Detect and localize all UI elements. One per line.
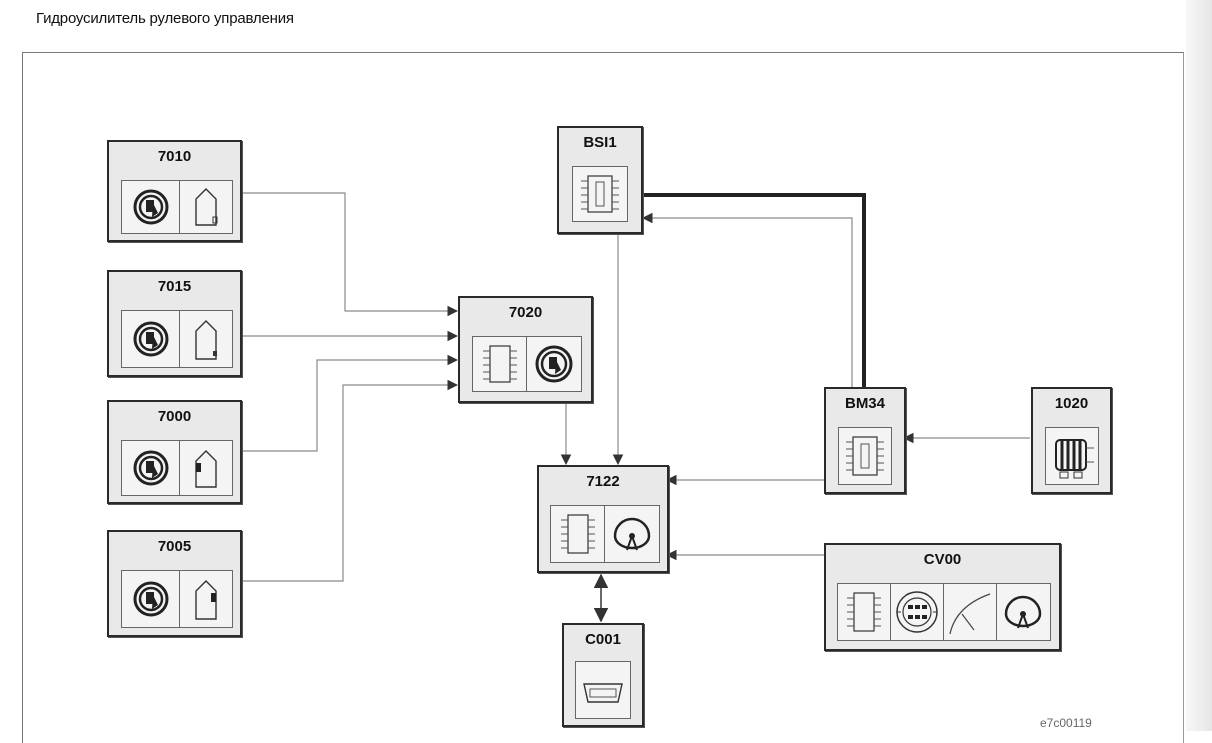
wire-7010-7020 <box>240 192 459 317</box>
wiper-icon <box>943 583 998 641</box>
component-bsi1: BSI1 <box>557 126 643 234</box>
ecu-chip-icon <box>472 336 528 392</box>
component-label: 7020 <box>508 304 543 321</box>
component-label: BSI1 <box>583 134 617 151</box>
diagnostic-socket-icon <box>575 661 631 719</box>
component-label: 7000 <box>157 408 192 425</box>
component-label: CV00 <box>923 551 962 568</box>
component-cv00: CV00 <box>824 543 1061 651</box>
connector-icon <box>179 440 233 496</box>
diagram-frame <box>22 52 1184 743</box>
component-label: BM34 <box>844 395 885 412</box>
component-7015: 7015 <box>107 270 242 377</box>
bus-bm34-bsi1 <box>641 193 866 387</box>
page-title: Гидроусилитель рулевого управления <box>36 10 294 27</box>
gauge-icon <box>604 505 660 563</box>
connector-icon <box>179 570 233 628</box>
ecu-chip-icon <box>572 166 628 222</box>
steering-sensor-icon <box>121 570 181 628</box>
component-7010: 7010 <box>107 140 242 242</box>
component-7122: 7122 <box>537 465 669 573</box>
steering-sensor-icon <box>121 440 181 496</box>
ecu-chip-icon <box>837 583 892 641</box>
gauge-icon <box>996 583 1051 641</box>
component-label: 7122 <box>586 473 620 490</box>
component-7005: 7005 <box>107 530 242 637</box>
switch-panel-icon <box>890 583 945 641</box>
component-7000: 7000 <box>107 400 242 504</box>
connector-icon <box>179 310 233 368</box>
component-label: 7005 <box>157 538 192 555</box>
ecu-chip-icon <box>838 427 892 485</box>
connector-icon <box>179 180 233 234</box>
component-label: 1020 <box>1054 395 1089 412</box>
page-edge-shade <box>1186 0 1212 731</box>
component-7020: 7020 <box>458 296 593 403</box>
steering-sensor-icon <box>526 336 582 392</box>
steering-sensor-icon <box>121 180 181 234</box>
component-label: 7015 <box>157 278 192 295</box>
component-1020: 1020 <box>1031 387 1112 494</box>
component-label: 7010 <box>157 148 192 165</box>
wire-7000-7020 <box>240 354 459 452</box>
ecu-chip-icon <box>550 505 606 563</box>
component-bm34: BM34 <box>824 387 906 494</box>
component-c001: C001 <box>562 623 644 727</box>
steering-sensor-icon <box>121 310 181 368</box>
alternator-icon <box>1045 427 1099 485</box>
figure-reference: e7c00119 <box>1040 716 1092 730</box>
wire-7005-7020 <box>240 379 459 582</box>
wire-bm34-bsi1 <box>641 212 853 387</box>
component-label: C001 <box>585 631 621 648</box>
